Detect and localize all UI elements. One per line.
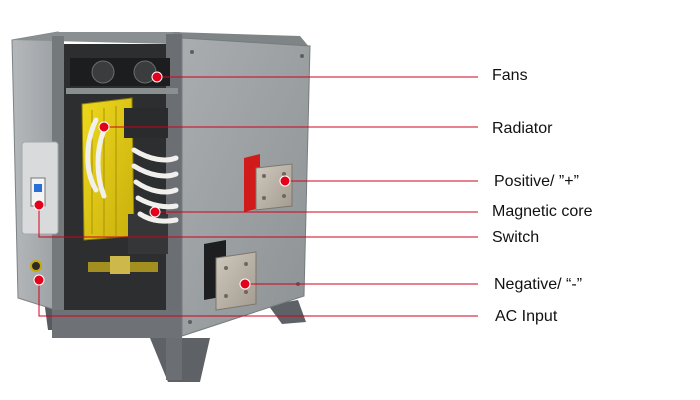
marker-dot-magnetic-core bbox=[149, 206, 161, 218]
cabinet-leg-right bbox=[268, 300, 306, 324]
marker-dot-positive bbox=[279, 175, 291, 187]
magnetic-core-windings bbox=[85, 117, 179, 224]
leader-lines bbox=[38, 76, 478, 317]
ac-input-jack bbox=[30, 260, 42, 272]
label-switch: Switch bbox=[492, 229, 540, 246]
leader-line-ac-input bbox=[38, 280, 478, 317]
label-ac-input: AC Input bbox=[495, 308, 558, 325]
panel-screw-1 bbox=[190, 50, 194, 54]
marker-dot-radiator bbox=[98, 121, 110, 133]
label-positive: Positive/ ”+” bbox=[494, 173, 579, 190]
negative-terminal bbox=[204, 240, 257, 311]
marker-dot-ac-input bbox=[33, 274, 45, 286]
marker-dots bbox=[33, 71, 291, 290]
marker-dot-negative bbox=[239, 278, 251, 290]
label-negative: Negative/ “-” bbox=[494, 276, 583, 293]
panel-screw-3 bbox=[188, 320, 192, 324]
fans-assembly bbox=[66, 58, 178, 94]
marker-dot-switch bbox=[33, 199, 45, 211]
breaker-switch-toggle bbox=[34, 184, 42, 192]
cabinet-bottom-rail bbox=[52, 310, 182, 338]
positive-terminal bbox=[244, 154, 293, 212]
label-magnetic-core: Magnetic core bbox=[492, 203, 593, 220]
label-fans: Fans bbox=[492, 67, 528, 84]
fan-left bbox=[91, 60, 115, 84]
panel-screw-2 bbox=[300, 54, 304, 58]
leader-line-switch bbox=[38, 205, 478, 238]
marker-dot-fans bbox=[151, 71, 163, 83]
label-radiator: Radiator bbox=[492, 120, 553, 137]
